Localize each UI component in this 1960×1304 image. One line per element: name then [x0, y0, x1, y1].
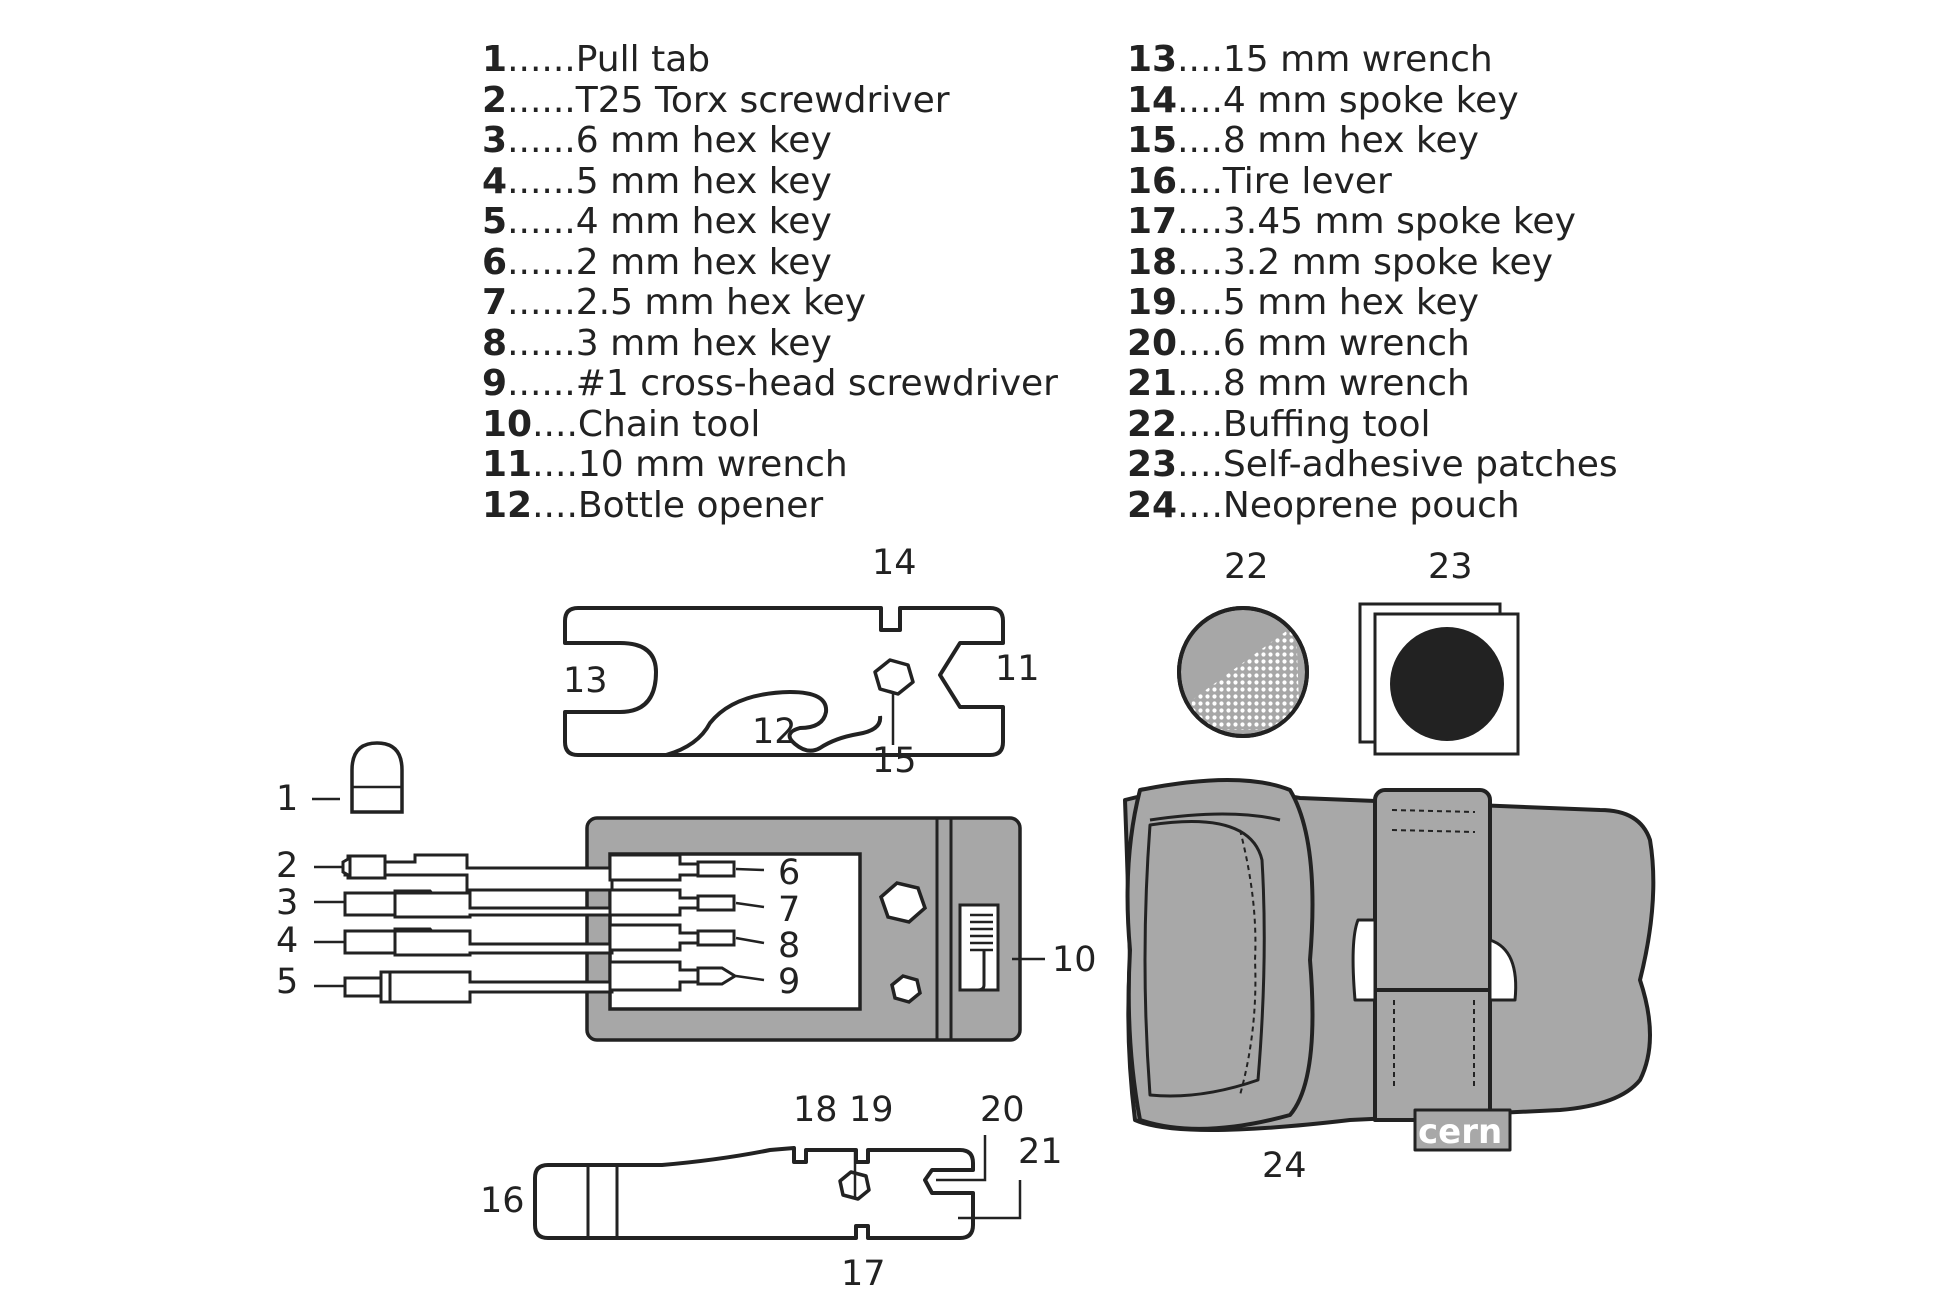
legend-item: 14....4 mm spoke key — [1127, 79, 1519, 121]
bits-right — [608, 853, 738, 992]
legend-item: 5......4 mm hex key — [482, 201, 832, 242]
callout-4: 4 — [276, 921, 298, 961]
callout-22: 22 — [1224, 547, 1269, 587]
legend-item: 16....Tire lever — [1127, 160, 1392, 202]
callout-labels: 1 2 3 4 5 6 7 8 9 10 11 12 13 14 15 16 1… — [276, 543, 1473, 1294]
callout-17: 17 — [841, 1254, 886, 1294]
legend-item: 9......#1 cross-head screwdriver — [482, 363, 1058, 404]
legend-item: 19....5 mm hex key — [1127, 282, 1479, 323]
pouch-logo: cern — [1418, 1112, 1502, 1152]
hex-socket-15 — [873, 658, 915, 696]
legend-item: 21....8 mm wrench — [1127, 363, 1470, 404]
legend-item: 3......6 mm hex key — [482, 120, 832, 161]
legend-item: 13....15 mm wrench — [1127, 39, 1493, 80]
tire-lever — [533, 1146, 975, 1240]
callout-3: 3 — [276, 883, 298, 923]
legend-item: 8......3 mm hex key — [482, 322, 832, 364]
legend-item: 23....Self-adhesive patches — [1127, 444, 1618, 485]
callout-14: 14 — [872, 543, 917, 583]
legend-item: 2......T25 Torx screwdriver — [482, 79, 950, 121]
callout-18: 18 — [793, 1090, 838, 1130]
legend-item: 1......Pull tab — [482, 39, 711, 80]
legend-item: 4......5 mm hex key — [482, 160, 832, 202]
callout-19: 19 — [849, 1090, 894, 1130]
callout-20: 20 — [980, 1090, 1025, 1130]
callout-1: 1 — [276, 779, 298, 819]
buffing-tool — [1177, 606, 1309, 738]
callout-11: 11 — [995, 649, 1040, 689]
callout-13: 13 — [563, 661, 608, 701]
callout-24: 24 — [1262, 1146, 1307, 1186]
neoprene-pouch — [1123, 778, 1656, 1152]
callout-6: 6 — [778, 853, 800, 893]
callout-12: 12 — [752, 712, 797, 752]
leader-lines — [312, 694, 1045, 1220]
callout-16: 16 — [480, 1181, 525, 1221]
callout-7: 7 — [778, 890, 800, 930]
legend-item: 7......2.5 mm hex key — [482, 282, 867, 323]
legend-item: 18....3.2 mm spoke key — [1127, 241, 1553, 283]
callout-15: 15 — [872, 741, 917, 781]
bit-3-hex — [343, 891, 397, 917]
callout-9: 9 — [778, 962, 800, 1002]
callout-21: 21 — [1018, 1132, 1063, 1172]
callout-8: 8 — [778, 926, 800, 966]
legend-item: 10....Chain tool — [482, 403, 761, 445]
legend-item: 22....Buffing tool — [1127, 403, 1431, 445]
legend-item: 15....8 mm hex key — [1127, 120, 1479, 161]
callout-5: 5 — [276, 962, 298, 1002]
legend-right-column: 13....15 mm wrench 14....4 mm spoke key … — [1127, 39, 1618, 526]
patches — [1358, 602, 1520, 756]
callout-23: 23 — [1428, 547, 1473, 587]
callout-10: 10 — [1052, 940, 1097, 980]
legend-item: 12....Bottle opener — [482, 484, 824, 526]
bit-5-hex — [343, 976, 383, 998]
legend-item: 11....10 mm wrench — [482, 444, 848, 485]
callout-2: 2 — [276, 846, 298, 886]
bits-left — [341, 853, 614, 1004]
legend-item: 24....Neoprene pouch — [1127, 484, 1520, 526]
legend-item: 6......2 mm hex key — [482, 241, 832, 283]
legend-item: 20....6 mm wrench — [1127, 322, 1470, 364]
legend-left-column: 1......Pull tab 2......T25 Torx screwdri… — [482, 39, 1058, 526]
pull-tab — [350, 741, 404, 814]
bit-4-hex — [343, 929, 397, 955]
legend-item: 17....3.45 mm spoke key — [1127, 201, 1576, 242]
